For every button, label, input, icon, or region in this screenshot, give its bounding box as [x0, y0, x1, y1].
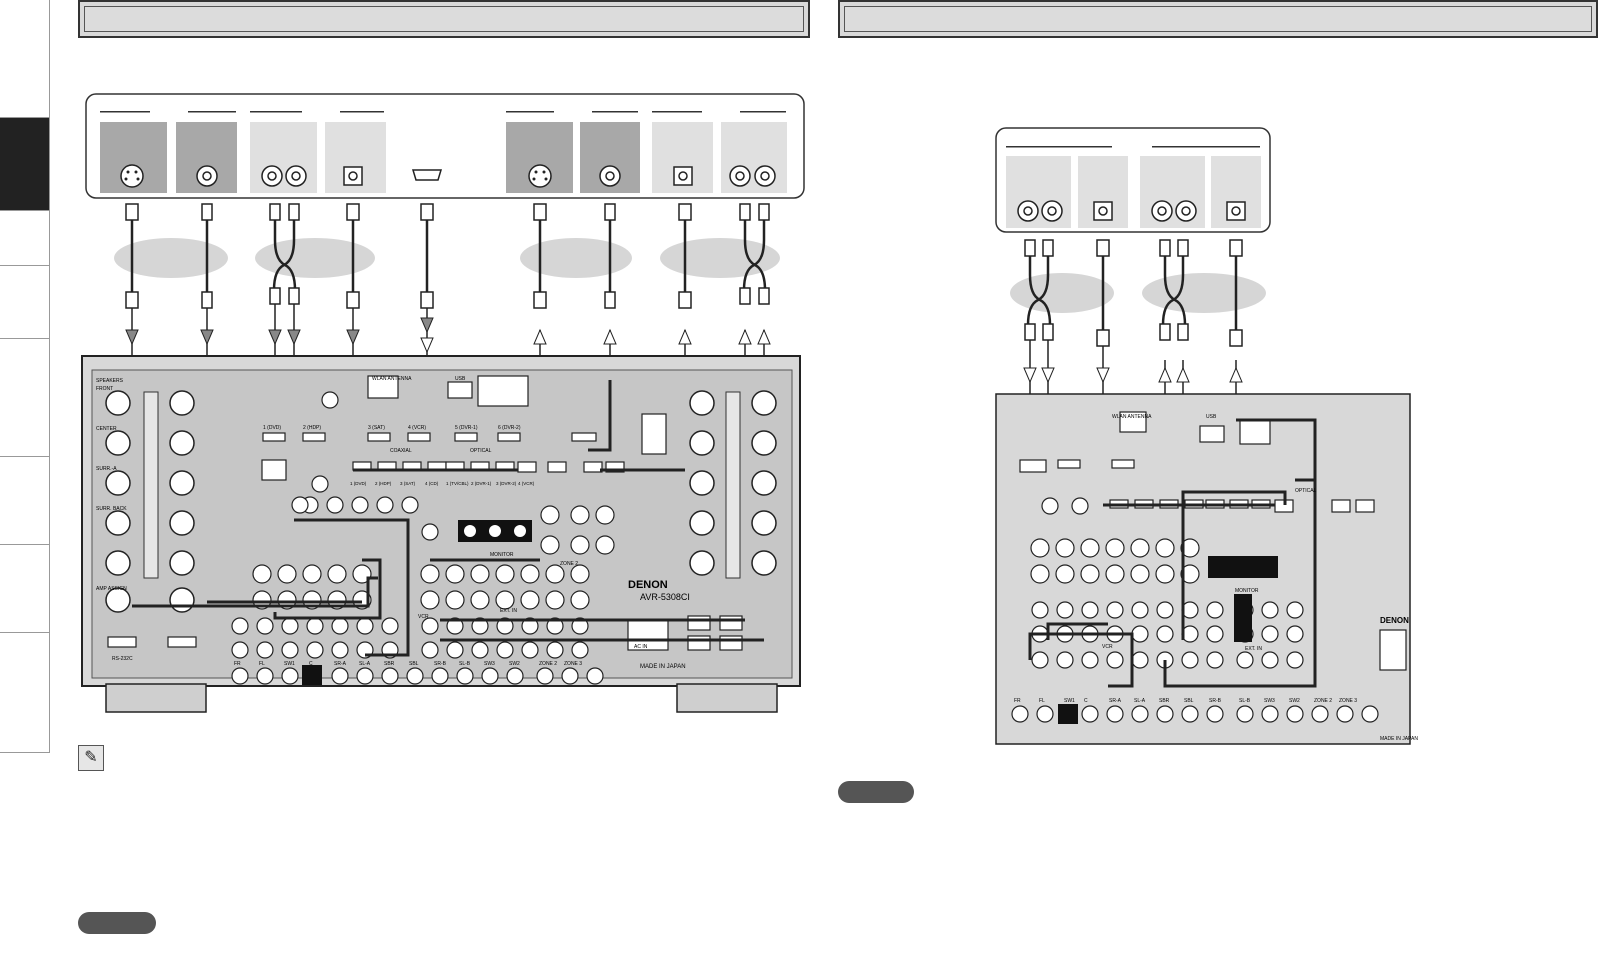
made-in-label: MADE IN JAPAN [640, 664, 686, 670]
amp-assign-label: AMP ASSIGN [96, 586, 127, 592]
sidebar-tab-5[interactable] [0, 338, 50, 456]
right-audio-channel-label: FL [1039, 698, 1045, 704]
hdmi-input-label: 4 (VCR) [408, 425, 426, 431]
audio-channel-label: FL [259, 661, 265, 667]
audio-channel-label: SR-B [434, 661, 447, 667]
optical-input-label: 3 (DVR-2) [496, 481, 517, 486]
audio-channel-label: FR [234, 661, 241, 667]
audio-channel-label: SL-A [359, 661, 371, 667]
optical-input-label: 4 (VCR) [518, 481, 535, 486]
audio-channel-label: ZONE 2 [539, 661, 557, 667]
audio-channel-label: C [309, 661, 313, 667]
audio-channel-label: SW2 [509, 661, 520, 667]
sidebar-tab-4[interactable] [0, 265, 50, 338]
right-monitor-label: MONITOR [1235, 588, 1259, 594]
cable-label-video-in [520, 238, 632, 278]
surr-a-label: SURR.-A [96, 466, 117, 472]
sidebar-tab-1[interactable] [0, 0, 50, 117]
right-audio-channel-label: FR [1014, 698, 1021, 704]
right-audio-channel-label: SBR [1159, 698, 1170, 704]
usb-label: USB [455, 376, 466, 382]
sidebar-tab-2[interactable] [0, 117, 50, 210]
right-usb-label: USB [1206, 414, 1217, 420]
sidebar-tab-7[interactable] [0, 544, 50, 632]
right-made-in-label: MADE IN JAPAN [1380, 736, 1418, 742]
audio-channel-label: SR-A [334, 661, 347, 667]
rs232c-label: RS-232C [112, 656, 133, 662]
coaxial-label: COAXIAL [390, 448, 412, 454]
coaxial-input-label: 2 (HDP) [375, 481, 392, 486]
wlan-label: WLAN ANTENNA [372, 376, 412, 382]
audio-channel-label: SW3 [484, 661, 495, 667]
panel-audio-in [721, 122, 787, 193]
audio-channel-label: SW1 [284, 661, 295, 667]
right-wlan-label: WLAN ANTENNA [1112, 414, 1152, 420]
right-vcr-label: VCR [1102, 644, 1113, 650]
ext-in-label: EXT. IN [500, 608, 517, 614]
coaxial-input-label: 1 (DVD) [350, 481, 367, 486]
coaxial-input-label: 3 (SAT) [400, 481, 416, 486]
panel-audio-out [250, 122, 317, 193]
right-bottom-label-pill [838, 781, 914, 803]
right-optical-label: OPTICAL [1295, 488, 1317, 494]
right-ext-in-label: EXT. IN [1245, 646, 1262, 652]
right-unit-brand: DENON [1380, 616, 1409, 625]
optical-input-label: 1 (TV/CBL) [446, 481, 469, 486]
right-audio-channel-label: SL-A [1134, 698, 1146, 704]
left-bottom-label-pill [78, 912, 156, 934]
note-pencil-icon: ✎ [78, 745, 104, 771]
hdmi-input-label: 5 (DVR-1) [455, 425, 478, 431]
right-audio-channel-label: C [1084, 698, 1088, 704]
right-audio-channel-label: SR-A [1109, 698, 1122, 704]
right-audio-channel-label: ZONE 2 [1314, 698, 1332, 704]
right-audio-channel-label: ZONE 3 [1339, 698, 1357, 704]
audio-channel-label: ZONE 3 [564, 661, 582, 667]
cable-label-video [114, 238, 228, 278]
front-label: FRONT [96, 386, 113, 392]
sidebar-tab-3[interactable] [0, 210, 50, 265]
hdmi-input-label: 2 (HDP) [303, 425, 321, 431]
sidebar-tab-8[interactable] [0, 632, 50, 752]
right-section-header [838, 0, 1598, 38]
receiver-rear-panel: DENON AVR-5308CI MADE IN JAPAN SPEAKERS … [81, 355, 801, 713]
surr-back-label: SURR. BACK [96, 506, 127, 512]
right-connection-diagram: DENON MADE IN JAPAN USB WLAN ANTENNA VCR… [995, 127, 1418, 745]
hdmi-input-label: 6 (DVR-2) [498, 425, 521, 431]
hdmi-input-label: 1 (DVD) [263, 425, 281, 431]
right-receiver-rear-panel: DENON MADE IN JAPAN USB WLAN ANTENNA VCR… [995, 393, 1418, 745]
right-audio-channel-label: SBL [1184, 698, 1194, 704]
vcr-label: VCR [418, 614, 429, 620]
left-connection-diagram: DENON AVR-5308CI MADE IN JAPAN SPEAKERS … [81, 93, 805, 713]
coaxial-input-label: 4 (CD) [425, 481, 439, 486]
right-audio-channel-label: SW2 [1289, 698, 1300, 704]
monitor-label: MONITOR [490, 552, 514, 558]
zone2-label: ZONE 2 [560, 561, 578, 567]
speakers-label: SPEAKERS [96, 378, 124, 384]
audio-channel-label: SL-B [459, 661, 471, 667]
optical-label: OPTICAL [470, 448, 492, 454]
left-section-header [78, 0, 810, 38]
right-audio-channel-label: SR-B [1209, 698, 1222, 704]
audio-channel-label: SBR [384, 661, 395, 667]
right-audio-channel-label: SW1 [1064, 698, 1075, 704]
ac-in-label: AC IN [634, 644, 648, 650]
optical-input-label: 2 (DVR-1) [471, 481, 492, 486]
right-audio-channel-label: SL-B [1239, 698, 1251, 704]
audio-channel-label: SBL [409, 661, 419, 667]
hdmi-input-label: 3 (SAT) [368, 425, 385, 431]
unit-model: AVR-5308CI [640, 592, 690, 602]
center-label: CENTER [96, 426, 117, 432]
right-audio-channel-label: SW3 [1264, 698, 1275, 704]
sidebar-tab-6[interactable] [0, 456, 50, 544]
cable-label-audio [255, 238, 375, 278]
unit-brand: DENON [628, 579, 668, 591]
